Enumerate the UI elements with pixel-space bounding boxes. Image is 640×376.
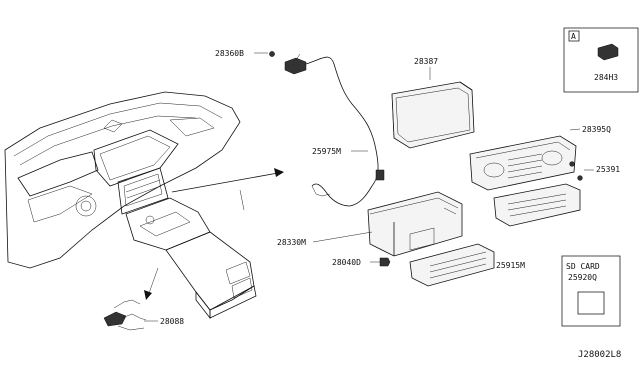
part-28330m-audio-unit: 28330M <box>277 191 463 257</box>
label-25391: 25391 <box>596 165 620 174</box>
assembly-arrow <box>171 168 284 193</box>
part-28088-usb-cable: 28088 <box>103 267 184 331</box>
label-28330m: 28330M <box>277 238 306 247</box>
part-28360b-clip: 28360B <box>215 49 275 58</box>
label-25975m: 25975M <box>312 147 341 156</box>
label-25915m: 25915M <box>496 261 525 270</box>
label-28387: 28387 <box>414 57 438 66</box>
sd-card-caption: SD CARD <box>566 262 600 271</box>
label-284h3: 284H3 <box>594 73 618 82</box>
inset-marker: A <box>571 32 576 41</box>
part-25391-bezel: 25391 <box>493 161 620 227</box>
part-25915m-module: 25915M <box>409 243 525 287</box>
label-28360b: 28360B <box>215 49 244 58</box>
diagram-id: J28002L8 <box>578 350 621 360</box>
label-28395q: 28395Q <box>582 125 611 134</box>
label-25920q: 25920Q <box>568 273 597 282</box>
part-25975m-cable: 25975M <box>284 53 385 207</box>
part-25920q-sd-card: SD CARD 25920Q <box>561 255 621 327</box>
label-28088: 28088 <box>160 317 184 326</box>
label-28040d: 28040D <box>332 258 361 267</box>
part-28040d-screw: 28040D <box>332 257 391 267</box>
dashboard-illustration <box>4 91 257 320</box>
inset-284h3: A 284H3 <box>563 27 639 93</box>
part-28395q-control-panel: 28395Q <box>469 125 611 191</box>
part-28387-display: 28387 <box>391 57 475 149</box>
